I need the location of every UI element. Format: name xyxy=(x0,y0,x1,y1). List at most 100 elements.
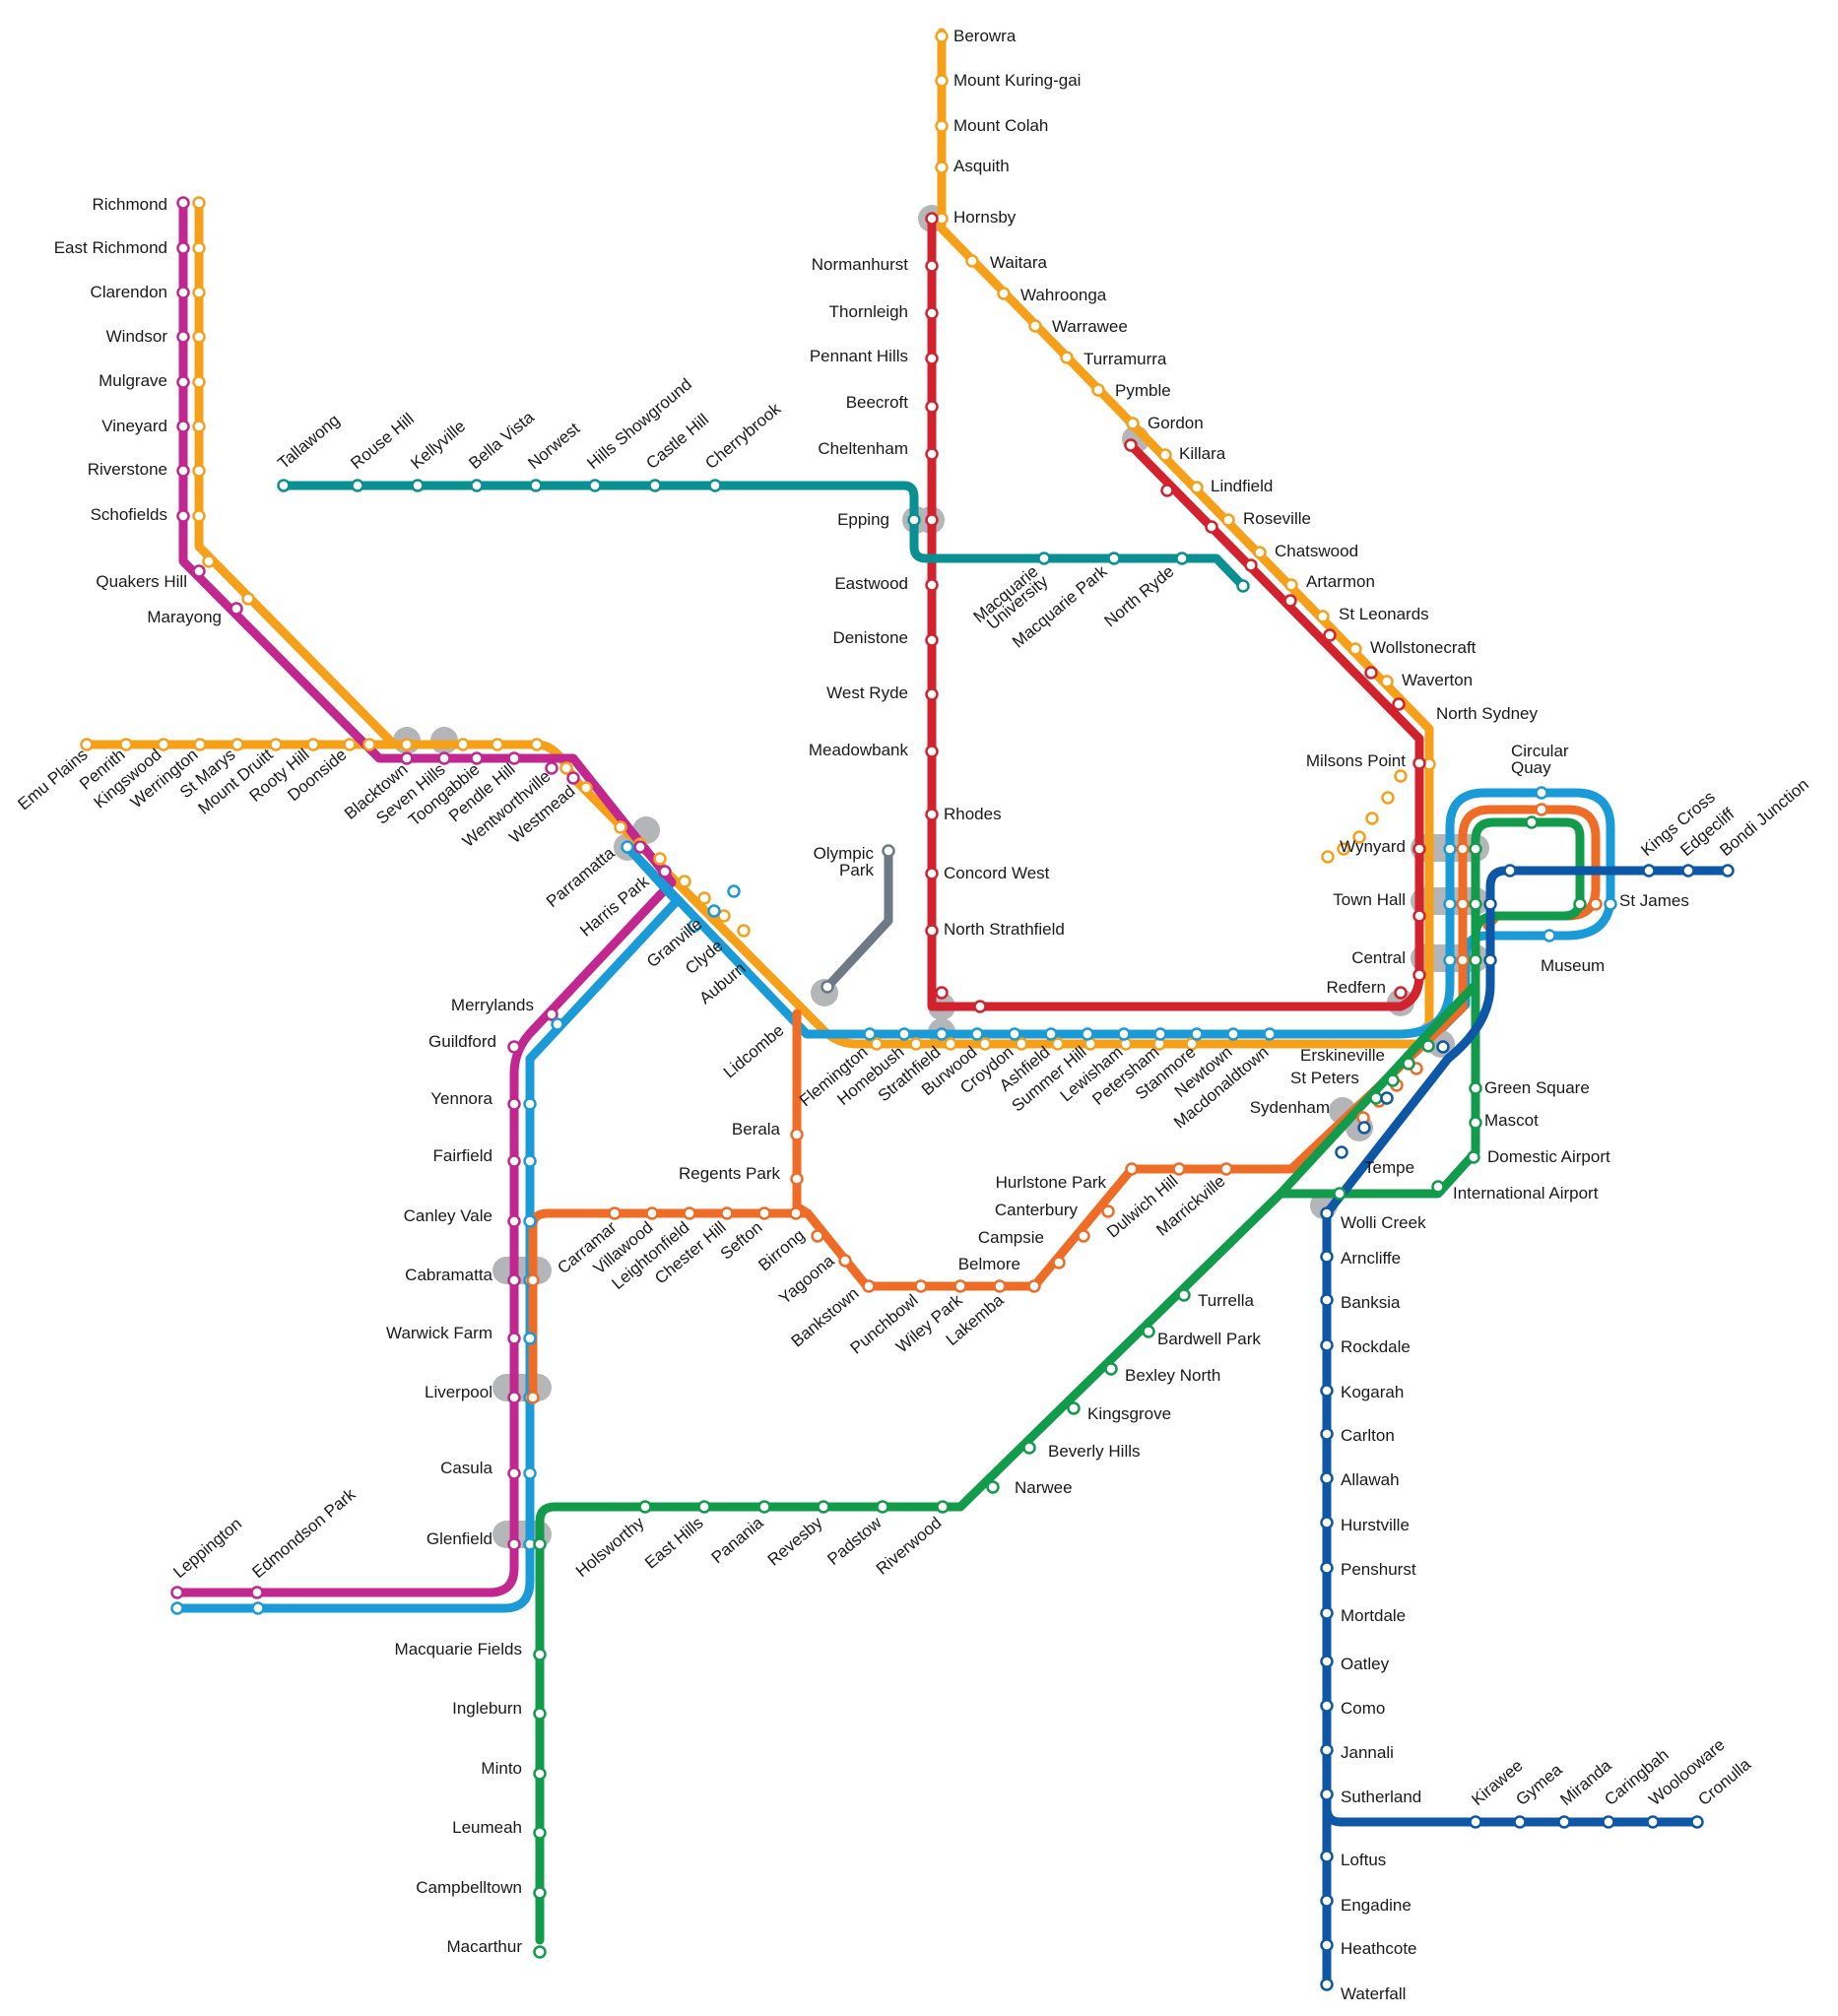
station-canterbury[interactable]: Canterbury xyxy=(995,1201,1079,1219)
station-circular-quay-1[interactable]: Circular xyxy=(1511,742,1569,760)
station-warrawee[interactable]: Warrawee xyxy=(1052,317,1128,336)
station-penshurst[interactable]: Penshurst xyxy=(1341,1560,1416,1579)
station-hills-showground[interactable]: Hills Showground xyxy=(583,374,695,473)
station-olympic-park-2[interactable]: Park xyxy=(839,861,874,879)
station-banksia[interactable]: Banksia xyxy=(1341,1293,1401,1312)
station-riverstone[interactable]: Riverstone xyxy=(88,460,167,479)
station-milsons-point[interactable]: Milsons Point xyxy=(1306,751,1406,770)
station-leppington[interactable]: Leppington xyxy=(169,1514,245,1582)
station-engadine[interactable]: Engadine xyxy=(1341,1896,1411,1915)
station-waverton[interactable]: Waverton xyxy=(1402,671,1473,689)
station-liverpool[interactable]: Liverpool xyxy=(425,1383,492,1401)
station-circular-quay-2[interactable]: Quay xyxy=(1511,758,1551,777)
station-minto[interactable]: Minto xyxy=(481,1759,522,1778)
station-lidcombe[interactable]: Lidcombe xyxy=(720,1021,788,1082)
station-warwick-farm[interactable]: Warwick Farm xyxy=(386,1324,492,1342)
station-holsworthy[interactable]: Holsworthy xyxy=(572,1513,648,1581)
station-wynyard[interactable]: Wynyard xyxy=(1340,837,1406,856)
station-glenfield[interactable]: Glenfield xyxy=(427,1529,492,1548)
station-west-ryde[interactable]: West Ryde xyxy=(826,683,908,702)
station-mascot[interactable]: Mascot xyxy=(1484,1111,1539,1130)
station-olympic-park-1[interactable]: Olympic xyxy=(814,844,875,863)
station-mount-kuring-gai[interactable]: Mount Kuring-gai xyxy=(953,71,1081,90)
station-wollstonecraft[interactable]: Wollstonecraft xyxy=(1370,638,1477,657)
station-kogarah[interactable]: Kogarah xyxy=(1341,1383,1404,1401)
station-marayong[interactable]: Marayong xyxy=(147,608,222,626)
station-jannali[interactable]: Jannali xyxy=(1341,1743,1394,1762)
station-campsie[interactable]: Campsie xyxy=(978,1228,1044,1247)
station-panania[interactable]: Panania xyxy=(708,1513,767,1567)
station-campbelltown[interactable]: Campbelltown xyxy=(416,1878,522,1897)
station-erskineville[interactable]: Erskineville xyxy=(1300,1046,1385,1065)
station-killara[interactable]: Killara xyxy=(1179,444,1226,463)
station-roseville[interactable]: Roseville xyxy=(1243,509,1311,528)
station-waitara[interactable]: Waitara xyxy=(990,253,1047,272)
station-berala[interactable]: Berala xyxy=(732,1120,781,1138)
station-cheltenham[interactable]: Cheltenham xyxy=(818,439,908,458)
station-schofields[interactable]: Schofields xyxy=(91,505,167,524)
station-bardwell-park[interactable]: Bardwell Park xyxy=(1157,1330,1261,1348)
station-richmond[interactable]: Richmond xyxy=(92,195,167,214)
station-edmondson-park[interactable]: Edmondson Park xyxy=(248,1484,359,1582)
station-pennant-hills[interactable]: Pennant Hills xyxy=(810,347,908,365)
station-oatley[interactable]: Oatley xyxy=(1341,1655,1390,1673)
station-leumeah[interactable]: Leumeah xyxy=(452,1818,522,1837)
station-bexley-north[interactable]: Bexley North xyxy=(1125,1366,1220,1385)
station-north-strathfield[interactable]: North Strathfield xyxy=(944,920,1065,939)
station-wahroonga[interactable]: Wahroonga xyxy=(1020,286,1107,304)
station-waterfall[interactable]: Waterfall xyxy=(1341,1984,1406,2003)
station-revesby[interactable]: Revesby xyxy=(764,1513,826,1569)
station-cherrybrook[interactable]: Cherrybrook xyxy=(701,399,784,473)
station-thornleigh[interactable]: Thornleigh xyxy=(829,302,908,321)
station-north-ryde[interactable]: North Ryde xyxy=(1100,562,1177,631)
station-central[interactable]: Central xyxy=(1351,948,1406,967)
station-beecroft[interactable]: Beecroft xyxy=(846,393,909,412)
station-sutherland[interactable]: Sutherland xyxy=(1341,1788,1421,1806)
station-north-sydney[interactable]: North Sydney xyxy=(1436,704,1538,723)
station-riverwood[interactable]: Riverwood xyxy=(873,1514,946,1579)
station-denistone[interactable]: Denistone xyxy=(832,628,908,647)
station-eastwood[interactable]: Eastwood xyxy=(834,574,908,593)
station-carlton[interactable]: Carlton xyxy=(1341,1426,1395,1445)
station-norwest[interactable]: Norwest xyxy=(524,419,583,473)
station-kingsgrove[interactable]: Kingsgrove xyxy=(1087,1404,1171,1423)
station-epping[interactable]: Epping xyxy=(837,510,889,529)
station-concord-west[interactable]: Concord West xyxy=(944,864,1050,882)
station-tallawong[interactable]: Tallawong xyxy=(274,411,343,473)
station-guildford[interactable]: Guildford xyxy=(428,1032,496,1051)
station-international-airport[interactable]: International Airport xyxy=(1453,1184,1599,1203)
station-st-james[interactable]: St James xyxy=(1619,891,1689,910)
station-loftus[interactable]: Loftus xyxy=(1341,1851,1386,1869)
station-mount-colah[interactable]: Mount Colah xyxy=(953,116,1048,135)
station-ingleburn[interactable]: Ingleburn xyxy=(452,1699,522,1718)
station-beverly-hills[interactable]: Beverly Hills xyxy=(1048,1442,1141,1461)
station-turramurra[interactable]: Turramurra xyxy=(1083,350,1167,368)
station-yennora[interactable]: Yennora xyxy=(430,1089,492,1108)
station-artarmon[interactable]: Artarmon xyxy=(1306,572,1375,591)
station-east-hills[interactable]: East Hills xyxy=(641,1514,706,1573)
station-merrylands[interactable]: Merrylands xyxy=(451,996,534,1014)
station-windsor[interactable]: Windsor xyxy=(106,327,168,346)
station-sydenham[interactable]: Sydenham xyxy=(1250,1098,1330,1117)
station-heathcote[interactable]: Heathcote xyxy=(1341,1939,1417,1958)
station-wolli-creek[interactable]: Wolli Creek xyxy=(1341,1213,1426,1232)
station-redfern[interactable]: Redfern xyxy=(1327,978,1386,997)
station-lindfield[interactable]: Lindfield xyxy=(1211,477,1273,495)
station-st-peters[interactable]: St Peters xyxy=(1290,1069,1359,1087)
station-hornsby[interactable]: Hornsby xyxy=(953,208,1017,227)
station-arncliffe[interactable]: Arncliffe xyxy=(1341,1249,1401,1268)
station-belmore[interactable]: Belmore xyxy=(958,1255,1020,1273)
station-narwee[interactable]: Narwee xyxy=(1015,1478,1073,1497)
station-domestic-airport[interactable]: Domestic Airport xyxy=(1487,1147,1610,1166)
station-asquith[interactable]: Asquith xyxy=(953,157,1010,175)
station-green-square[interactable]: Green Square xyxy=(1484,1078,1590,1097)
station-quakers-hill[interactable]: Quakers Hill xyxy=(96,572,187,591)
station-fairfield[interactable]: Fairfield xyxy=(433,1146,492,1165)
station-normanhurst[interactable]: Normanhurst xyxy=(812,255,909,274)
station-macarthur[interactable]: Macarthur xyxy=(446,1937,522,1956)
station-rockdale[interactable]: Rockdale xyxy=(1341,1337,1411,1356)
station-hurstville[interactable]: Hurstville xyxy=(1341,1516,1410,1534)
station-allawah[interactable]: Allawah xyxy=(1341,1470,1400,1489)
station-casula[interactable]: Casula xyxy=(440,1459,492,1477)
station-pymble[interactable]: Pymble xyxy=(1115,381,1171,400)
